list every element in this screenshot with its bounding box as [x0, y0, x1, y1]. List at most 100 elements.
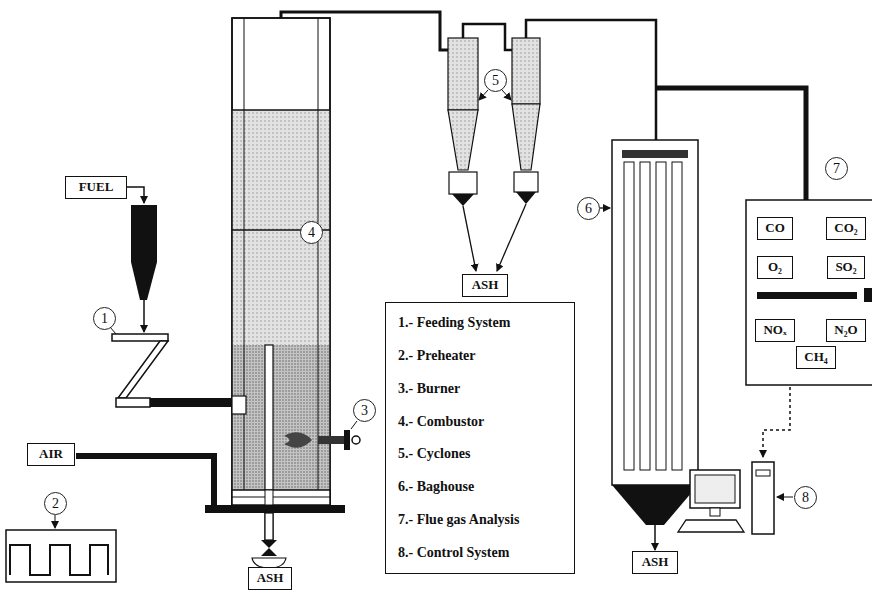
- ash-arrow: [463, 206, 476, 271]
- gas-box: N₂O: [826, 319, 866, 342]
- cyclone-hopper: [514, 172, 538, 192]
- feeder-screw: [118, 341, 168, 398]
- leader-line: [55, 515, 56, 528]
- cyclone-hopper: [449, 172, 477, 194]
- ash-arrow: [497, 204, 526, 271]
- legend-item: 8.- Control System: [398, 545, 509, 561]
- monitor: [690, 470, 740, 508]
- leader-line: [600, 207, 610, 208]
- monitor-screen: [695, 475, 735, 503]
- box-label: FUEL: [79, 180, 114, 195]
- cyclone-cone: [448, 110, 478, 170]
- ash-drain-tube: [265, 490, 273, 505]
- cyclone-link: [463, 24, 512, 50]
- box-label: ASH: [642, 555, 669, 570]
- cyclone-cone: [512, 104, 540, 170]
- combustor-shell: [232, 18, 330, 505]
- tube-sheet: [622, 150, 688, 158]
- sample-line: [656, 88, 806, 200]
- filter-bag: [624, 162, 634, 470]
- baghouse-hopper: [612, 485, 698, 525]
- baghouse-body: [612, 140, 698, 485]
- freeboard-zone: [232, 110, 330, 345]
- ash-box: ASH: [248, 567, 292, 590]
- air-pipe: [76, 456, 214, 505]
- distributor-line: [232, 497, 330, 498]
- box-label: CH₄: [804, 350, 827, 365]
- gas-box: O₂: [757, 256, 793, 279]
- fuel-hopper: [131, 205, 157, 300]
- callout-number: 4: [300, 221, 323, 244]
- feeder-bottom: [116, 398, 150, 407]
- gas-box: SO₂: [827, 256, 865, 279]
- legend-item: 4.- Combustor: [398, 414, 484, 430]
- box-label: CO: [765, 221, 785, 236]
- feed-pipe: [150, 398, 236, 407]
- analyzer-panel: [746, 200, 872, 385]
- box-label: O₂: [768, 260, 782, 275]
- base-plate: [205, 505, 345, 513]
- callout-number: 6: [577, 197, 600, 220]
- feed-arrow: [143, 300, 145, 332]
- callout-number: 7: [825, 157, 848, 180]
- legend-item: 2.- Preheater: [398, 348, 475, 364]
- valve-symbol: [261, 540, 277, 548]
- analyzer-port: [864, 288, 872, 302]
- ash-box: ASH: [632, 551, 678, 574]
- legend-item: 1.- Feeding System: [398, 315, 510, 331]
- preheater-box: [6, 530, 116, 582]
- monitor-stand: [710, 508, 720, 516]
- filter-bag: [656, 162, 666, 470]
- section-line: [232, 109, 330, 111]
- gas-box: CH₄: [796, 346, 836, 369]
- signal-line: [763, 387, 790, 457]
- legend-item: 5.- Cyclones: [398, 446, 470, 462]
- box-label: SO₂: [835, 260, 856, 275]
- leader-line: [351, 421, 357, 429]
- gas-box: NOₓ: [755, 319, 795, 342]
- box-label: ASH: [472, 278, 499, 293]
- cyclone-body: [512, 38, 540, 104]
- analyzer-bar: [757, 292, 857, 299]
- box-label: ASH: [257, 571, 284, 586]
- cyclone-body: [448, 38, 478, 110]
- legend-item: 6.- Baghouse: [398, 479, 474, 495]
- drive-slot: [756, 470, 770, 476]
- burner-knob: [352, 436, 360, 444]
- gas-box: CO₂: [826, 217, 866, 240]
- box-label: N₂O: [834, 323, 857, 338]
- legend-list: 1.- Feeding System2.- Preheater3.- Burne…: [385, 302, 575, 574]
- fuel-box: FUEL: [65, 176, 127, 199]
- callout-number: 8: [794, 486, 817, 509]
- burner-nozzle: [318, 436, 344, 444]
- leader-line: [479, 90, 488, 100]
- leader-line: [777, 497, 793, 498]
- box-label: NOₓ: [763, 323, 786, 338]
- flue-pipe: [526, 20, 656, 140]
- distributor-plate: [232, 490, 330, 505]
- burner-flame: [284, 432, 312, 447]
- burner-body: [344, 430, 350, 450]
- box-label: CO₂: [834, 221, 857, 236]
- ash-box: ASH: [462, 274, 508, 297]
- feed-inlet: [232, 396, 246, 414]
- callout-number: 1: [93, 307, 116, 330]
- valve-symbol: [261, 548, 277, 556]
- filter-bag: [672, 162, 682, 470]
- filter-bag: [640, 162, 650, 470]
- computer-tower: [752, 462, 774, 534]
- ash-drain-tube: [265, 513, 273, 540]
- feeder-top: [112, 334, 168, 341]
- box-label: AIR: [39, 447, 63, 462]
- callout-number: 5: [484, 69, 507, 92]
- keyboard: [678, 520, 744, 532]
- heater-element: [10, 545, 108, 575]
- wall-line: [318, 18, 319, 490]
- combustor-outline: [232, 18, 330, 505]
- callout-number: 3: [353, 399, 376, 422]
- fuel-arrow: [127, 187, 144, 203]
- cyclone-outlet: [516, 192, 536, 204]
- bed-zone: [232, 345, 330, 490]
- ash-arrow: [654, 525, 656, 550]
